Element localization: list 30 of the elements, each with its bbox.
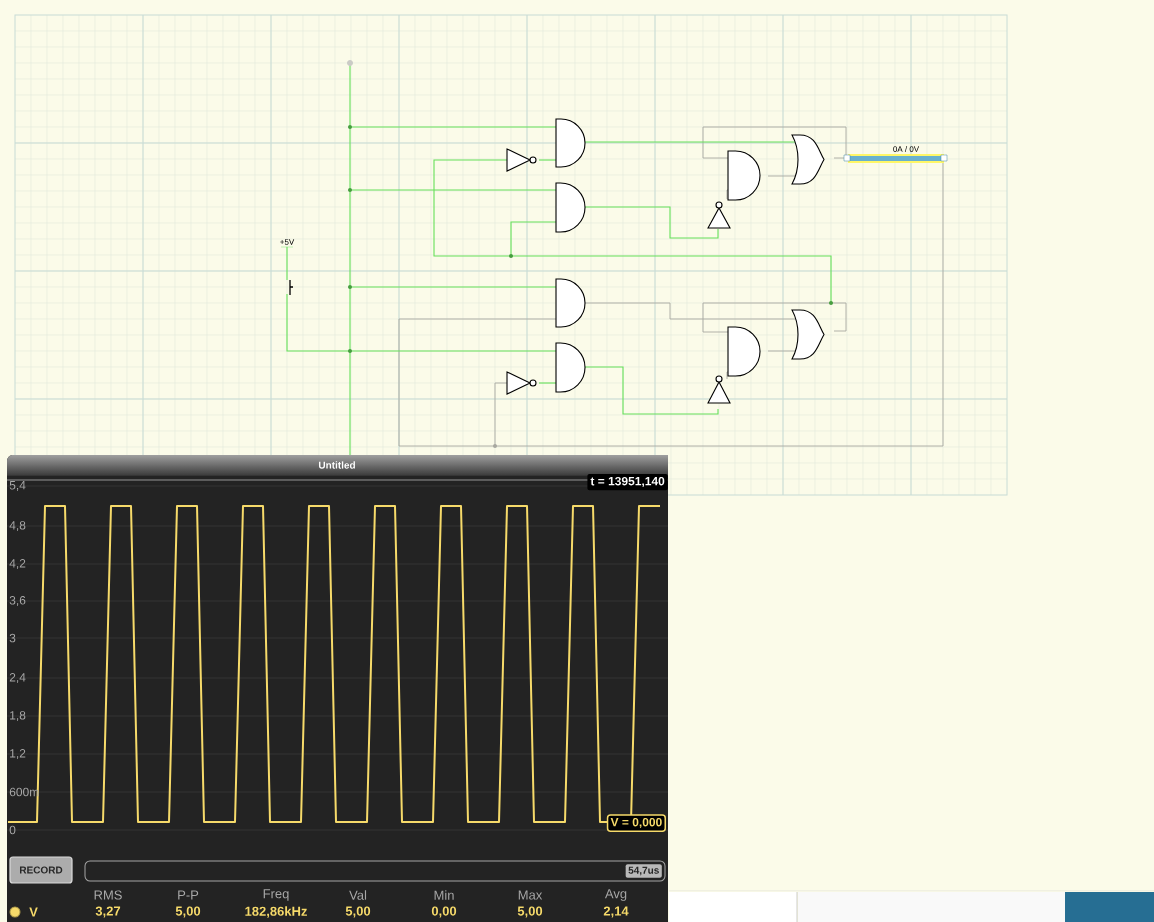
column-header: Avg — [604, 889, 627, 901]
record-button: RECORD — [9, 856, 73, 884]
column-header: Val — [349, 890, 367, 900]
column-header: Max — [518, 890, 543, 900]
column-header: P-P — [178, 890, 199, 900]
stat-value: 5,00 — [175, 906, 201, 918]
voltage-label: +5V — [280, 239, 295, 245]
column-header: Freq — [263, 889, 289, 901]
tick-label: 1,2 — [10, 749, 26, 759]
tick-label: 3,6 — [9, 596, 26, 606]
tick-label: 5,4 — [9, 481, 26, 491]
stat-value: 0,00 — [431, 906, 457, 918]
stat-value: 182,86kHz — [245, 906, 307, 918]
column-header: Min — [434, 890, 454, 900]
probe-label: 0A / 0V — [893, 146, 920, 152]
value-readout: V = 0,000 — [606, 814, 666, 832]
stat-value: 2,14 — [603, 906, 629, 918]
stat-value: 5,00 — [345, 906, 371, 918]
window-title: Untitled — [319, 461, 355, 469]
tick-label: 4,8 — [9, 521, 26, 531]
tick-label: 0 — [9, 825, 16, 835]
stat-value: 3,27 — [95, 906, 121, 918]
column-header: RMS — [94, 890, 122, 900]
stat-value: 5,00 — [517, 906, 543, 918]
channel-label: V — [29, 907, 38, 917]
tick-label: 1,8 — [10, 711, 26, 721]
tick-label: 3 — [9, 633, 16, 643]
tick-label: 2,4 — [9, 673, 26, 683]
tick-label: 4,2 — [9, 559, 26, 569]
duration-badge: 54,7us — [625, 864, 662, 878]
